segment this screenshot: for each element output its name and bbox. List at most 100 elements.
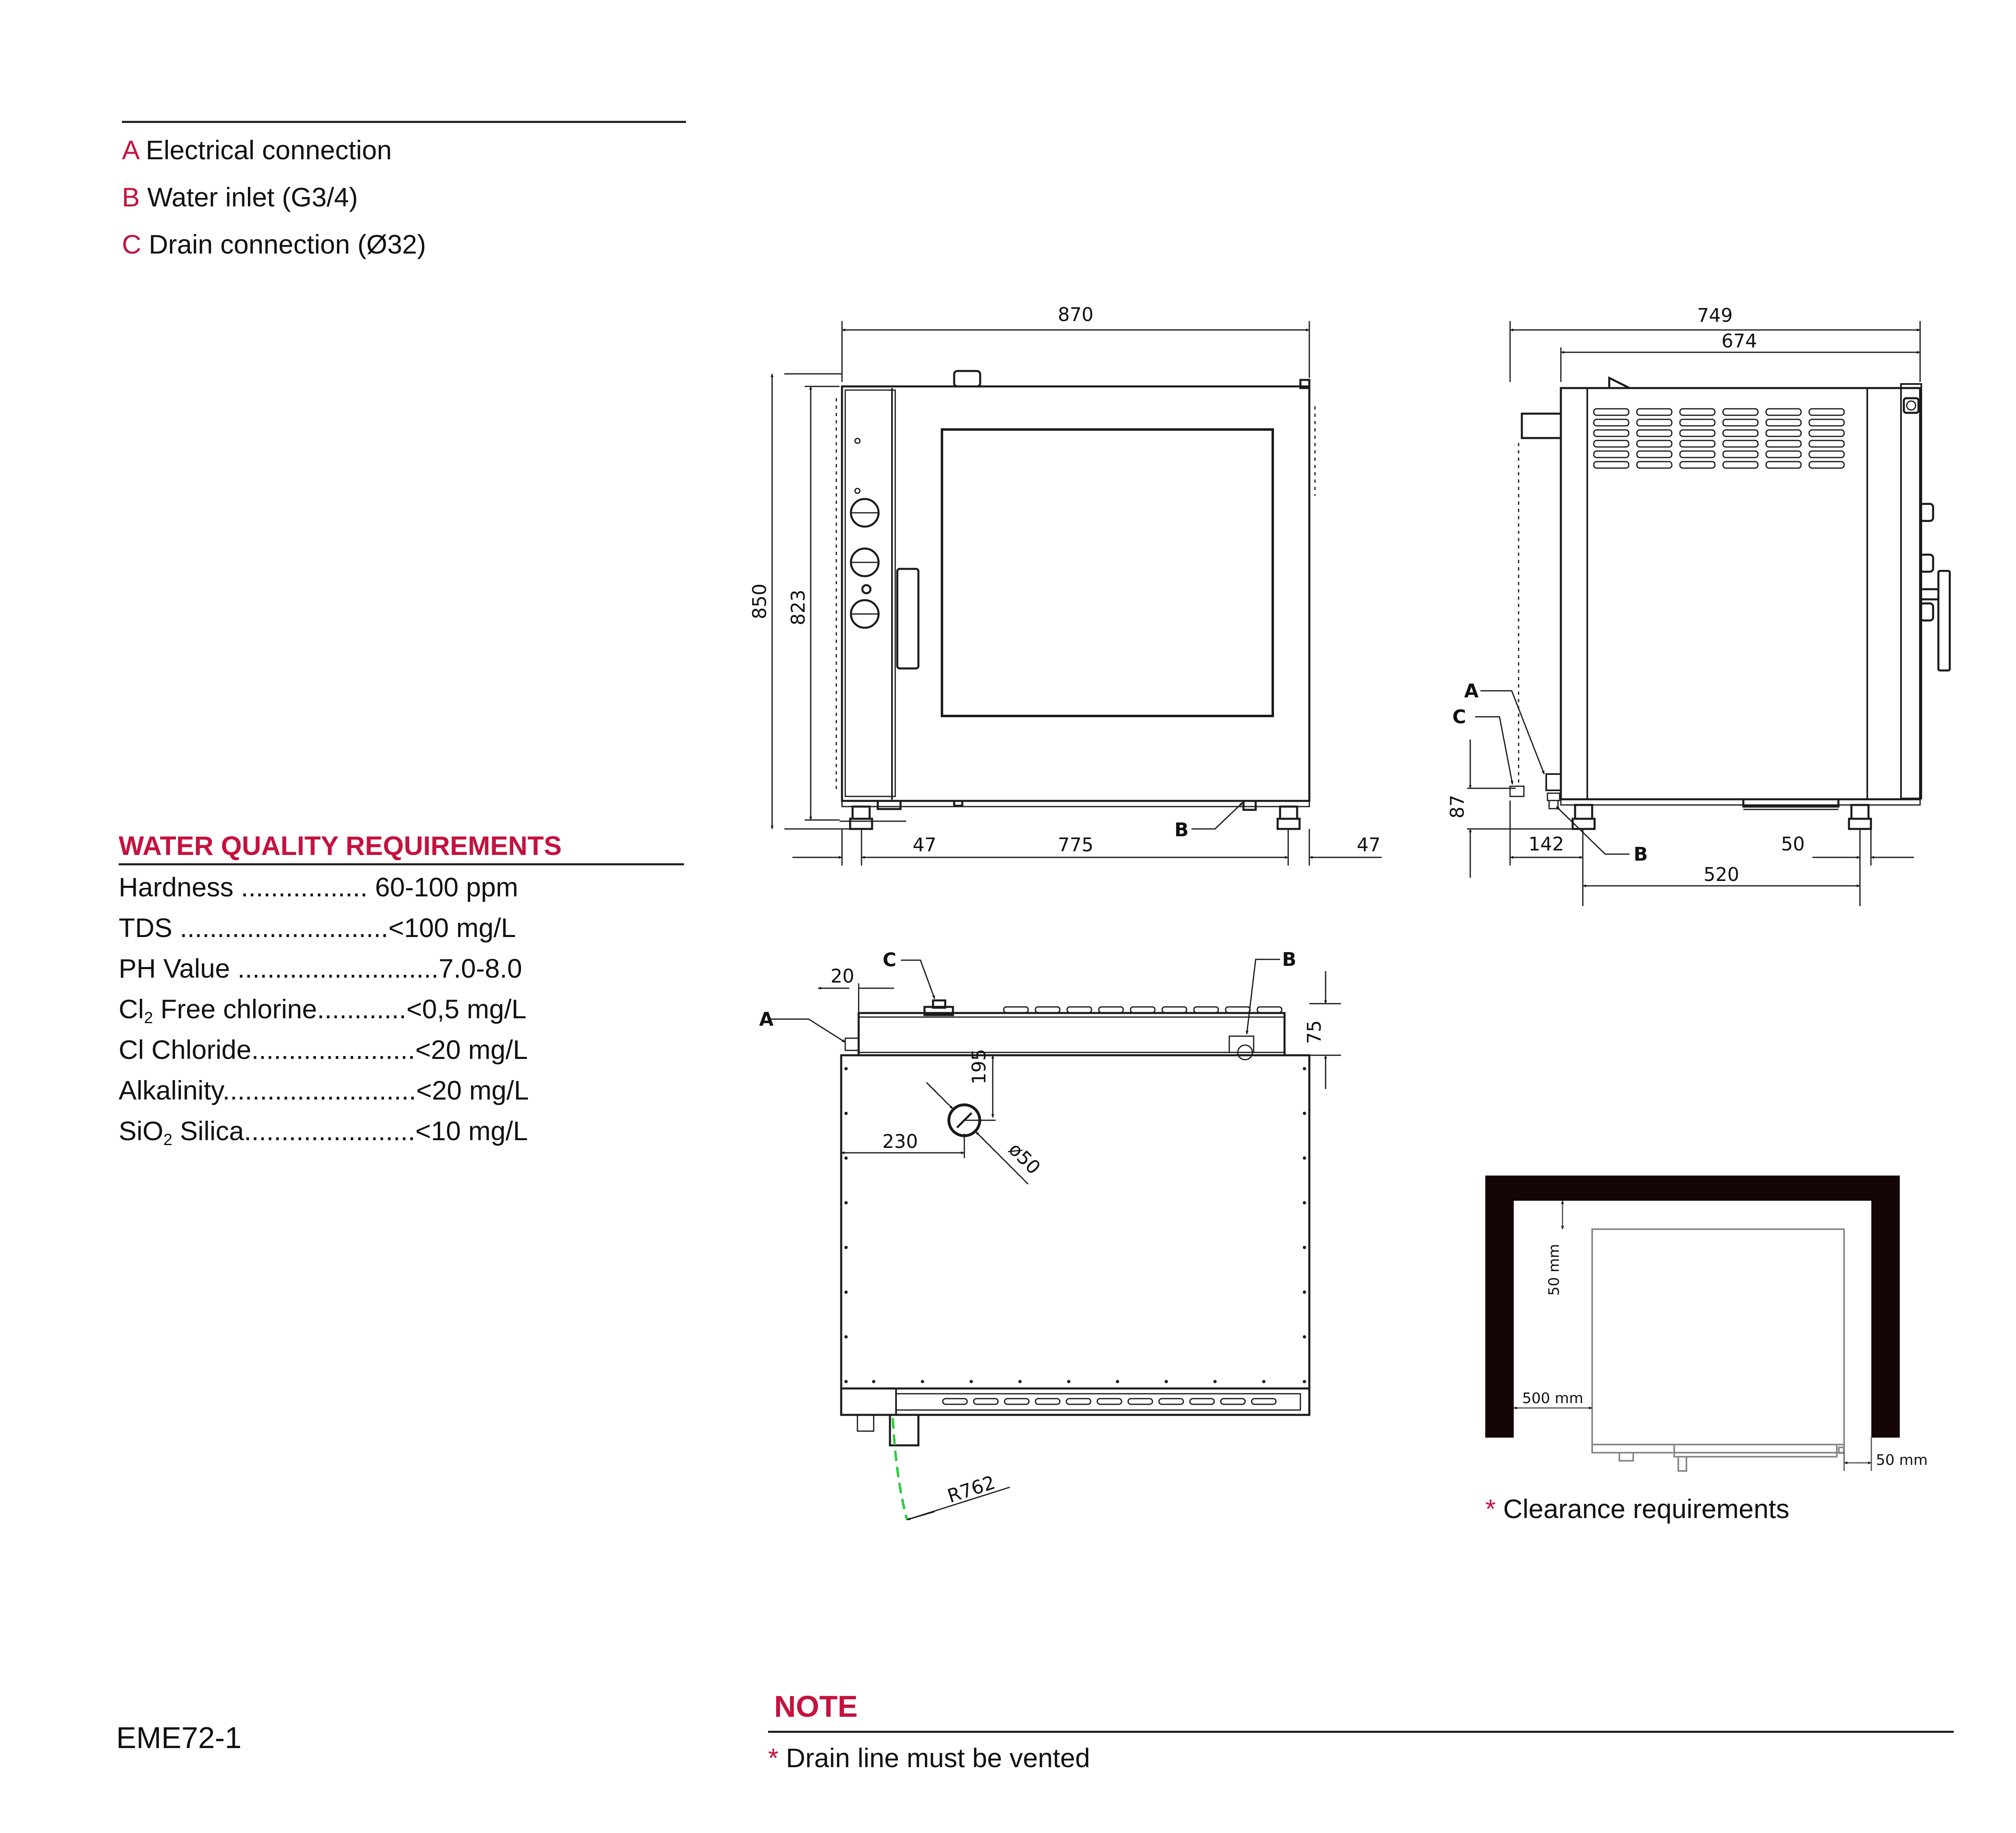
side-foot-span-label: 520 — [1704, 863, 1739, 885]
base-slot — [1220, 1398, 1246, 1405]
front-width-label: 870 — [1058, 304, 1094, 325]
legend-label: Electrical connection — [145, 135, 392, 165]
side-depth-total-label: 749 — [1697, 304, 1733, 326]
vent-slot — [1636, 461, 1673, 469]
vent-slot — [1636, 429, 1673, 437]
note-body: Drain line must be vented — [786, 1743, 1090, 1773]
base-slot — [1035, 1398, 1061, 1405]
top-slot — [1130, 1006, 1156, 1013]
rivet — [844, 1291, 848, 1294]
base-slot — [1189, 1398, 1215, 1405]
front-dimensions — [770, 321, 1382, 866]
rivet — [1116, 1380, 1119, 1383]
legend-letter: A — [122, 135, 139, 165]
side-dimensions — [1467, 321, 1921, 906]
note-heading: NOTE — [774, 1690, 858, 1723]
top-dim-20: 20 — [831, 965, 855, 987]
front-foot-right-label: 47 — [1357, 834, 1381, 856]
vent-slot — [1722, 450, 1759, 458]
vent-slot — [1636, 450, 1673, 458]
vent-slot — [1593, 408, 1630, 416]
rivet — [844, 1067, 848, 1070]
vent-slot — [1722, 408, 1759, 416]
vent-slot — [1722, 429, 1759, 437]
rivet — [1303, 1335, 1306, 1338]
rivet — [844, 1201, 848, 1204]
note-text: * Drain line must be vented — [768, 1744, 1090, 1771]
vent-slot — [1636, 440, 1673, 448]
rivet — [844, 1246, 848, 1249]
rivet — [844, 1335, 848, 1338]
top-slot — [1193, 1006, 1219, 1013]
clearance-wall-right — [1871, 1176, 1900, 1438]
vent-slot — [1636, 419, 1673, 427]
top-dim-75: 75 — [1303, 1020, 1325, 1044]
top-slot — [1161, 1006, 1187, 1013]
rivet — [1303, 1380, 1306, 1383]
base-slot — [1004, 1398, 1030, 1405]
vent-slot — [1808, 440, 1845, 448]
vent-slot — [1593, 429, 1630, 437]
legend-letter: B — [122, 182, 140, 212]
rivet — [1303, 1201, 1306, 1204]
rivet — [844, 1380, 848, 1383]
side-offset-label: 142 — [1528, 833, 1564, 855]
top-slot — [1035, 1006, 1061, 1013]
vent-slot — [1808, 419, 1845, 427]
rivet — [1303, 1112, 1306, 1115]
vent-slot — [1765, 440, 1802, 448]
front-water-inlet-label: B — [1174, 819, 1189, 841]
top-slot — [1256, 1006, 1283, 1013]
water-quality-row: PH Value ...........................7.0-… — [119, 953, 522, 983]
top-view-rivets — [844, 1067, 1306, 1383]
legend-item-c: C Drain connection (Ø32) — [122, 231, 426, 258]
vent-slot — [1722, 461, 1759, 469]
vent-slot — [1593, 461, 1630, 469]
rivet — [844, 1112, 848, 1115]
base-slot — [1251, 1398, 1277, 1405]
clearance-asterisk: * — [1485, 1494, 1496, 1524]
top-door-radius: R762 — [945, 1471, 998, 1507]
water-quality-row: Cl Chloride......................<20 mg/… — [119, 1035, 528, 1065]
vent-slot — [1808, 461, 1845, 469]
water-quality-row: Hardness ................. 60-100 ppm — [119, 872, 519, 902]
clearance-top-gap: 50 mm — [1546, 1244, 1562, 1295]
front-height-body-label: 823 — [787, 590, 809, 625]
rivet — [1067, 1380, 1070, 1383]
base-slot — [942, 1398, 968, 1405]
vent-slot — [1722, 419, 1759, 427]
top-slot — [1225, 1006, 1251, 1013]
rivet — [844, 1156, 848, 1160]
legend-label: Drain connection (Ø32) — [149, 229, 426, 259]
base-slot — [1066, 1398, 1092, 1405]
clearance-wall-top — [1485, 1176, 1900, 1201]
top-slot — [1003, 1006, 1029, 1013]
rivet — [1303, 1246, 1306, 1249]
clearance-caption-text: Clearance requirements — [1503, 1494, 1790, 1524]
vent-slot — [1808, 450, 1845, 458]
clearance-right-gap: 50 mm — [1876, 1452, 1927, 1469]
water-quality-heading: WATER QUALITY REQUIREMENTS — [119, 831, 562, 861]
side-view — [1509, 376, 1951, 830]
vent-slot — [1679, 440, 1716, 448]
vent-slot — [1765, 450, 1802, 458]
legend-label: Water inlet (G3/4) — [147, 182, 358, 212]
top-label-b: B — [1282, 948, 1296, 970]
vent-slot — [1722, 440, 1759, 448]
rivet — [1303, 1156, 1306, 1160]
vent-slot — [1808, 408, 1845, 416]
clearance-side-gap: 500 mm — [1522, 1390, 1583, 1407]
vent-slot — [1679, 408, 1716, 416]
clearance-caption: * Clearance requirements — [1485, 1495, 1789, 1522]
top-label-c: C — [883, 949, 896, 971]
side-vents — [1593, 408, 1845, 469]
rivet — [1213, 1380, 1217, 1383]
vent-slot — [1636, 408, 1673, 416]
rivet — [1165, 1380, 1168, 1383]
top-slot — [1066, 1006, 1092, 1013]
vent-slot — [1593, 419, 1630, 427]
base-slot — [1158, 1398, 1184, 1405]
water-quality-row: Alkalinity..........................<20 … — [119, 1075, 529, 1105]
top-dim-diameter: ø50 — [1005, 1138, 1045, 1178]
